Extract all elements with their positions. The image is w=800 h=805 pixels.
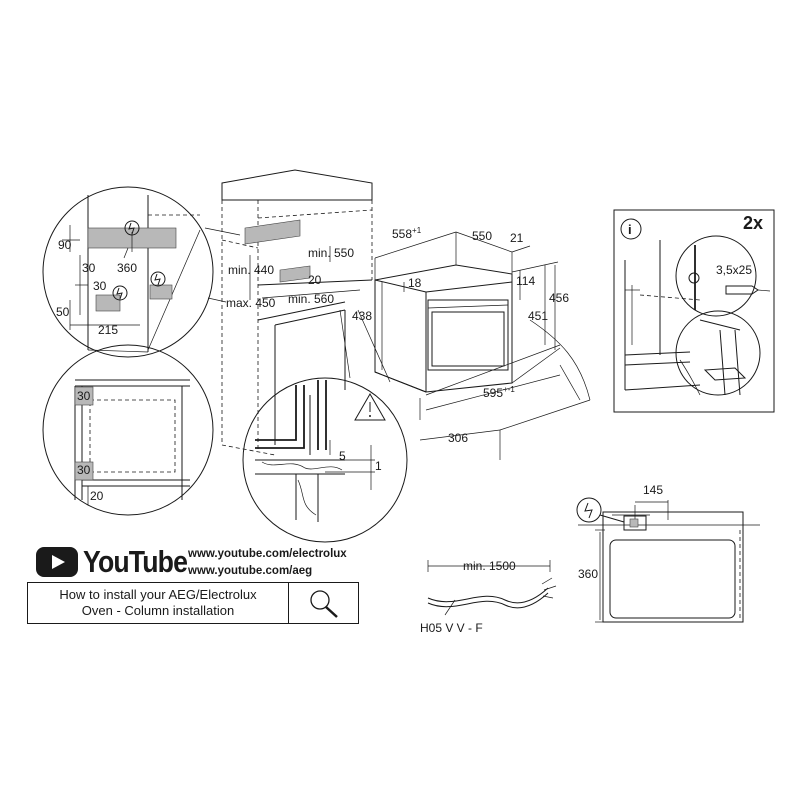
youtube-url-aeg[interactable]: www.youtube.com/aeg (188, 565, 313, 577)
dim-18: 18 (408, 276, 422, 290)
dim-min-560: min. 560 (288, 292, 334, 306)
cable-drawing: min. 1500 H05 V V - F (420, 559, 557, 635)
count-label: 2x (743, 213, 763, 233)
dim-550: 550 (472, 229, 492, 243)
dim-30: 30 (82, 261, 96, 275)
dim-90: 90 (58, 238, 72, 252)
dim-min-550: min. 550 (308, 246, 354, 260)
dim-min-440: min. 440 (228, 263, 274, 277)
power-symbol-icon (576, 497, 602, 523)
detail-circle-warning: 5 1 (242, 309, 408, 543)
svg-text:i: i (628, 222, 632, 237)
dim-max-450: max. 450 (226, 296, 276, 310)
warning-icon (354, 392, 386, 421)
dim-30: 30 (93, 279, 107, 293)
dim-595: 595+-1 (483, 385, 515, 400)
dim-145: 145 (643, 483, 663, 497)
dim-30: 30 (77, 463, 91, 477)
dim-5: 5 (339, 449, 346, 463)
youtube-urls: www.youtube.com/electrolux www.youtube.c… (188, 546, 347, 580)
dim-456: 456 (549, 291, 569, 305)
dim-558: 558+1 (392, 226, 422, 241)
power-symbol-icon (112, 285, 128, 301)
dim-20: 20 (90, 489, 104, 503)
dim-114: 114 (516, 274, 535, 288)
screw-size-label: 3,5x25 (716, 263, 752, 277)
power-symbol-icon (124, 220, 140, 236)
detail-circle-top-left: 90 30 360 30 50 215 (42, 186, 241, 358)
dim-1: 1 (375, 459, 382, 473)
dim-21: 21 (510, 231, 524, 245)
dim-451: 451 (528, 309, 548, 323)
dim-360: 360 (117, 261, 137, 275)
video-search-box[interactable]: How to install your AEG/Electrolux Oven … (27, 582, 359, 624)
dim-30: 30 (77, 389, 91, 403)
dim-20: 20 (308, 273, 322, 287)
side-view: 145 360 (576, 483, 760, 623)
dim-306: 306 (448, 431, 468, 445)
cable-type-label: H05 V V - F (420, 621, 483, 635)
youtube-logo: YouTube (36, 544, 204, 580)
dim-360: 360 (578, 567, 598, 581)
youtube-url-electrolux[interactable]: www.youtube.com/electrolux (188, 548, 347, 560)
screw-icon (725, 285, 759, 295)
video-caption: How to install your AEG/Electrolux Oven … (59, 587, 257, 618)
dim-50: 50 (56, 305, 70, 319)
cable-min-length: min. 1500 (463, 559, 516, 573)
power-symbol-icon (150, 271, 166, 287)
youtube-wordmark: YouTube (83, 544, 188, 579)
search-icon[interactable] (288, 583, 358, 623)
cabinet-column: min. 440 min. 550 20 max. 450 min. 560 (221, 169, 373, 456)
info-panel: i 2x 3,5x25 (613, 209, 775, 413)
info-icon (620, 218, 642, 240)
detail-circle-mid-left: 30 30 20 (42, 344, 214, 516)
dim-215: 215 (98, 323, 118, 337)
dim-438: 438 (352, 309, 372, 323)
play-icon (36, 547, 78, 577)
oven-drawing: 558+1 550 21 18 114 456 438 451 595+-1 3… (352, 226, 591, 460)
